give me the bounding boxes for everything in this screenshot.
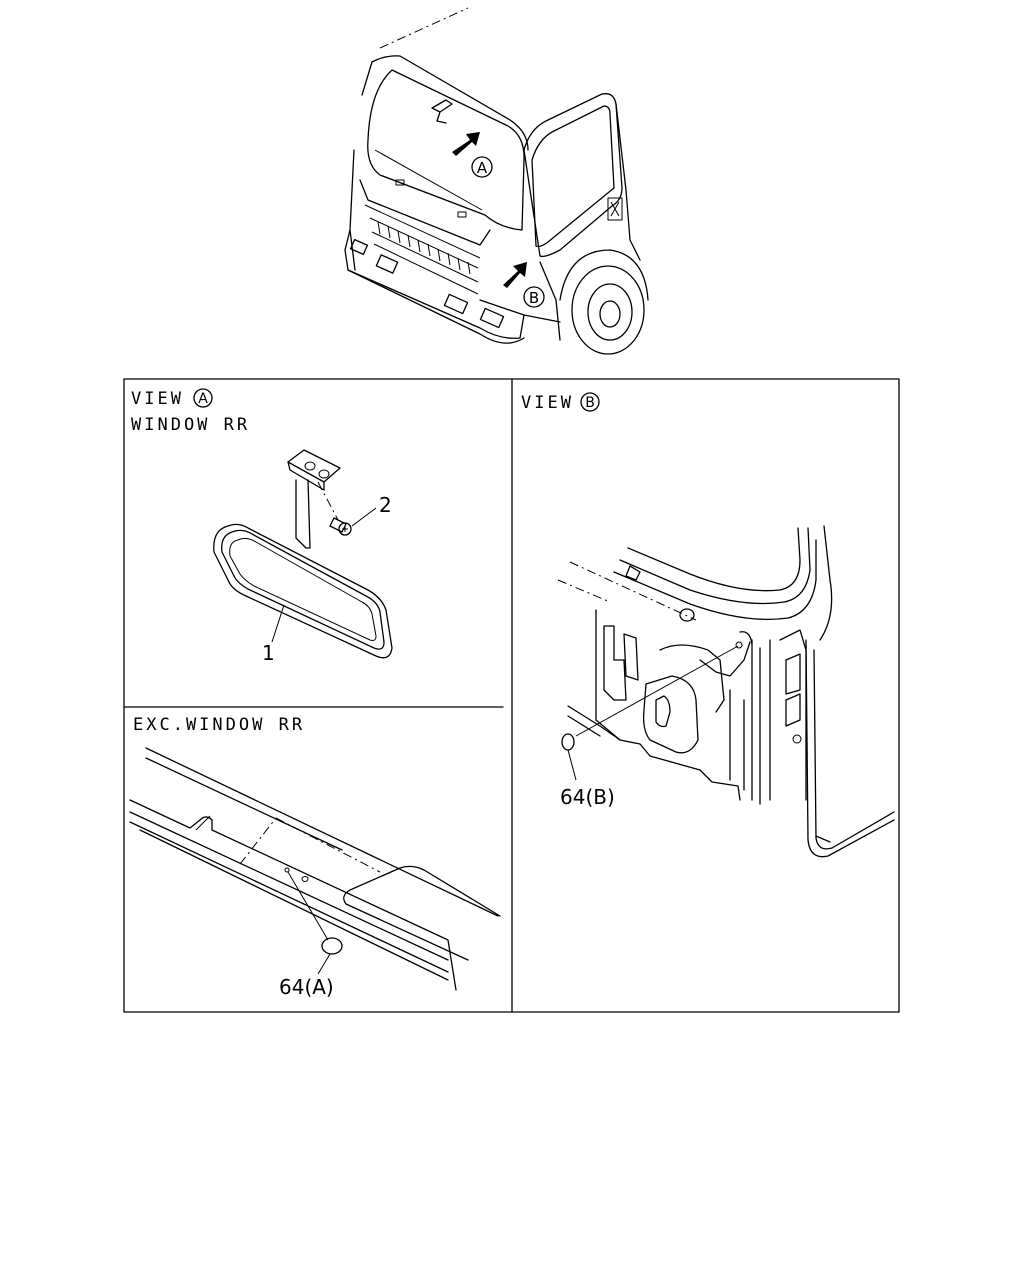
plug-64a-icon: [321, 937, 343, 955]
view-a-arrow-icon: [452, 132, 480, 156]
callout-a-circle: [471, 156, 493, 178]
view-b-detail: VIEW B: [521, 392, 895, 858]
view-b-callout-label: B: [585, 395, 595, 411]
view-a-window-rr: VIEW A WINDOW RR 2 1: [131, 388, 393, 665]
rear-view-mirror: [213, 523, 393, 659]
part-label-64a: 64(A): [279, 975, 334, 999]
view-b-view-word: VIEW: [521, 393, 574, 413]
part-label-1: 1: [262, 641, 275, 665]
view-b-callout-circle: [580, 392, 600, 412]
view-a-view-word: VIEW: [131, 389, 184, 409]
screw-icon: [338, 522, 352, 536]
part-label-64b: 64(B): [560, 785, 615, 809]
truck-cab-overview: A B: [344, 7, 649, 355]
view-a-title-window-rr: WINDOW RR: [131, 415, 250, 435]
view-a-callout-circle: [193, 388, 213, 408]
view-b-arrow-icon: [503, 262, 527, 288]
plug-64b-icon: [561, 733, 575, 751]
part-label-2: 2: [379, 493, 392, 517]
view-a-exc-window-rr: EXC.WINDOW RR 64(A): [129, 715, 501, 999]
callout-b-circle: [523, 286, 545, 308]
view-a-callout-label: A: [198, 391, 208, 407]
callout-b-label: B: [529, 289, 539, 307]
view-a-title-exc-window-rr: EXC.WINDOW RR: [133, 715, 305, 735]
callout-a-label: A: [477, 159, 488, 177]
